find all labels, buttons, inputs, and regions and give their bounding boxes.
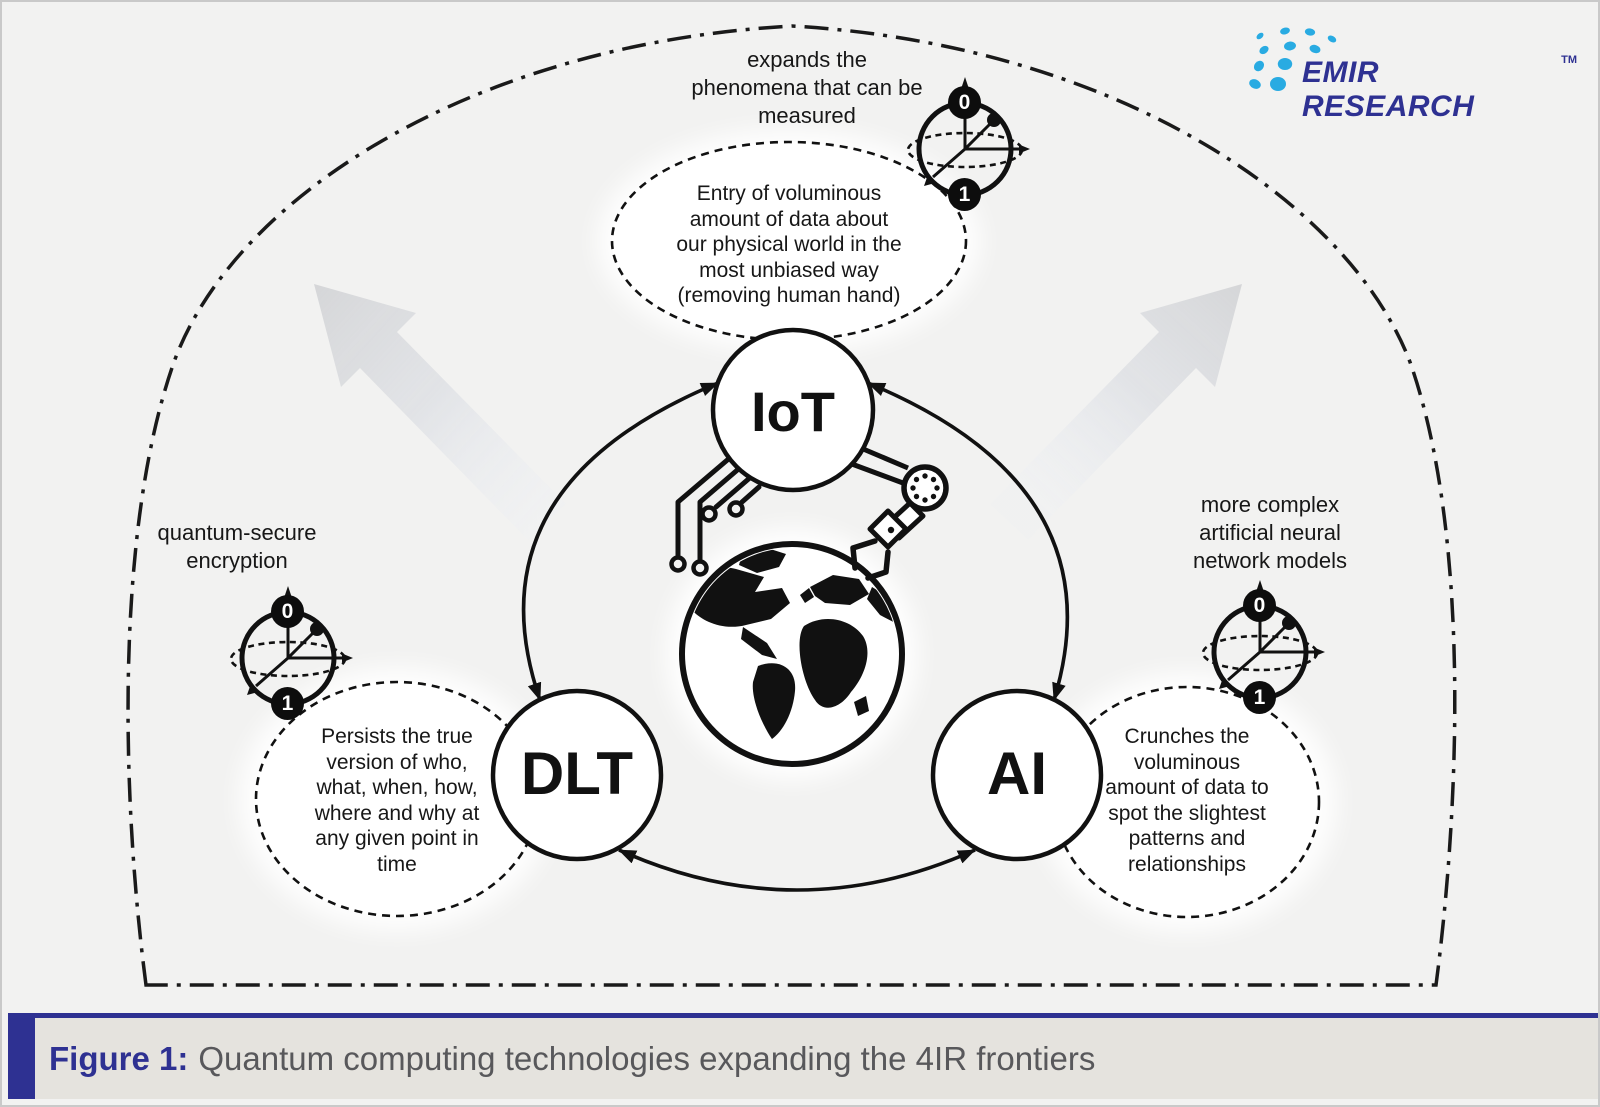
caption-text-area: Figure 1: Quantum computing technologies… [35,1018,1598,1099]
caption-left-accent [8,1013,35,1099]
qubit-one-badge: 1 [1243,681,1276,714]
qubit-one-badge: 1 [271,687,304,720]
dlt-annotation: quantum-secure encryption [157,520,317,573]
dlt-node-label: DLT [520,740,634,807]
qubit-zero-badge: 0 [1243,589,1276,622]
iot-annotation: expands the phenomena that can be measur… [691,47,923,128]
iot-ai-arrow [867,381,1070,701]
ai-description: Crunches the voluminous amount of data t… [1105,725,1269,876]
iot-dlt-arrow [521,381,719,701]
iot-node-label: IoT [751,380,835,443]
ai-description-bubble [1053,685,1321,919]
expansion-arrow-left-icon [314,284,566,540]
iot-circle [710,327,876,493]
logo-trademark: TM [1561,54,1577,66]
globe-icon [679,541,905,767]
frontier-boundary-dashed [126,24,1457,987]
ai-annotation: more complex artificial neural network m… [1192,492,1348,573]
iot-description-bubble [610,140,968,342]
qubit-zero-badge: 0 [271,595,304,628]
figure-caption-bar: Figure 1: Quantum computing technologies… [2,1013,1598,1105]
circuit-traces-icon [669,453,762,577]
qubit-one-badge: 1 [948,178,981,211]
logo-dots-icon [1249,27,1337,91]
caption-top-rule [35,1013,1598,1018]
ai-node-label: AI [987,740,1047,807]
node-circles [490,327,1104,862]
diagram-artwork [126,24,1457,987]
iot-description: Entry of voluminous amount of data about… [676,182,902,307]
robot-arm-icon [832,437,949,581]
logo-wordmark: EMIR RESEARCH [1302,56,1475,123]
ai-circle [930,688,1104,862]
caption-figure-number: Figure 1: [49,1039,189,1077]
node-connection-arrows [521,381,1070,892]
qubit-zero-badge: 0 [948,86,981,119]
description-bubbles [254,140,1321,919]
dlt-description: Persists the true version of who, what, … [314,725,480,876]
dlt-ai-arrow [618,848,976,892]
emir-research-logo: EMIR RESEARCH TM [1207,24,1577,123]
dlt-circle [490,688,664,862]
caption-title: Quantum computing technologies expanding… [198,1039,1096,1077]
